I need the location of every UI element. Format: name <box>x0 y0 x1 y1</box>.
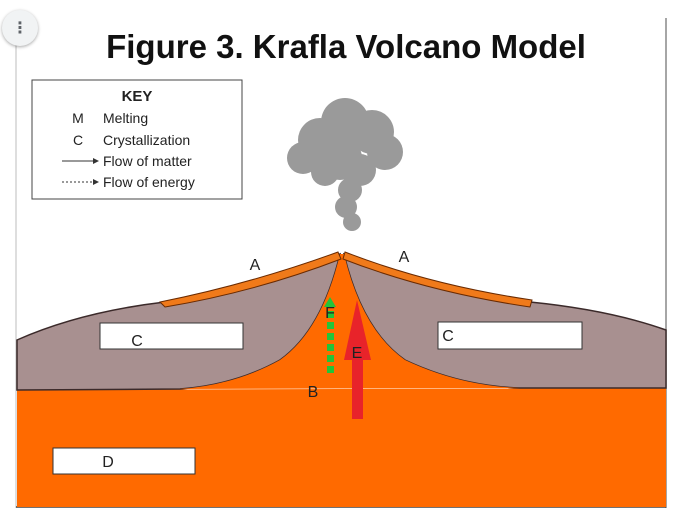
key-dotted-arrowhead-icon <box>93 179 99 185</box>
key-symbol-crystallization: C <box>73 132 83 148</box>
energy-flow-arrow <box>324 297 336 373</box>
key-label-melting: Melting <box>103 110 148 126</box>
label-b: B <box>308 384 319 401</box>
figure-title: Figure 3. Krafla Volcano Model <box>106 28 586 65</box>
answer-box-d[interactable] <box>52 447 196 475</box>
label-a-right: A <box>399 249 410 266</box>
key-heading: KEY <box>122 88 153 105</box>
more-vert-icon: ⋮ <box>12 18 28 37</box>
answer-box-c-left[interactable] <box>99 322 244 350</box>
label-e: E <box>352 345 363 362</box>
key-label-flow-of-matter: Flow of matter <box>103 153 192 169</box>
label-a-left: A <box>250 257 261 274</box>
more-options-button[interactable]: ⋮ <box>2 10 38 46</box>
label-c-left: C <box>131 333 143 350</box>
key-legend: KEY M Melting C Crystallization Flow of … <box>31 79 243 200</box>
key-symbol-melting: M <box>72 110 84 126</box>
key-solid-arrowhead-icon <box>93 158 99 164</box>
matter-flow-arrow <box>344 300 371 419</box>
answer-box-c-right[interactable] <box>437 321 583 350</box>
key-label-flow-of-energy: Flow of energy <box>103 174 195 190</box>
smoke-plume <box>287 98 403 231</box>
label-c-right: C <box>442 328 454 345</box>
magma-conduit <box>180 254 520 389</box>
label-f: F <box>325 305 335 322</box>
key-label-crystallization: Crystallization <box>103 132 190 148</box>
label-d: D <box>102 454 114 471</box>
magma-chamber <box>17 388 666 507</box>
lava-flow-right <box>342 251 533 308</box>
lava-flow-left <box>158 251 342 308</box>
